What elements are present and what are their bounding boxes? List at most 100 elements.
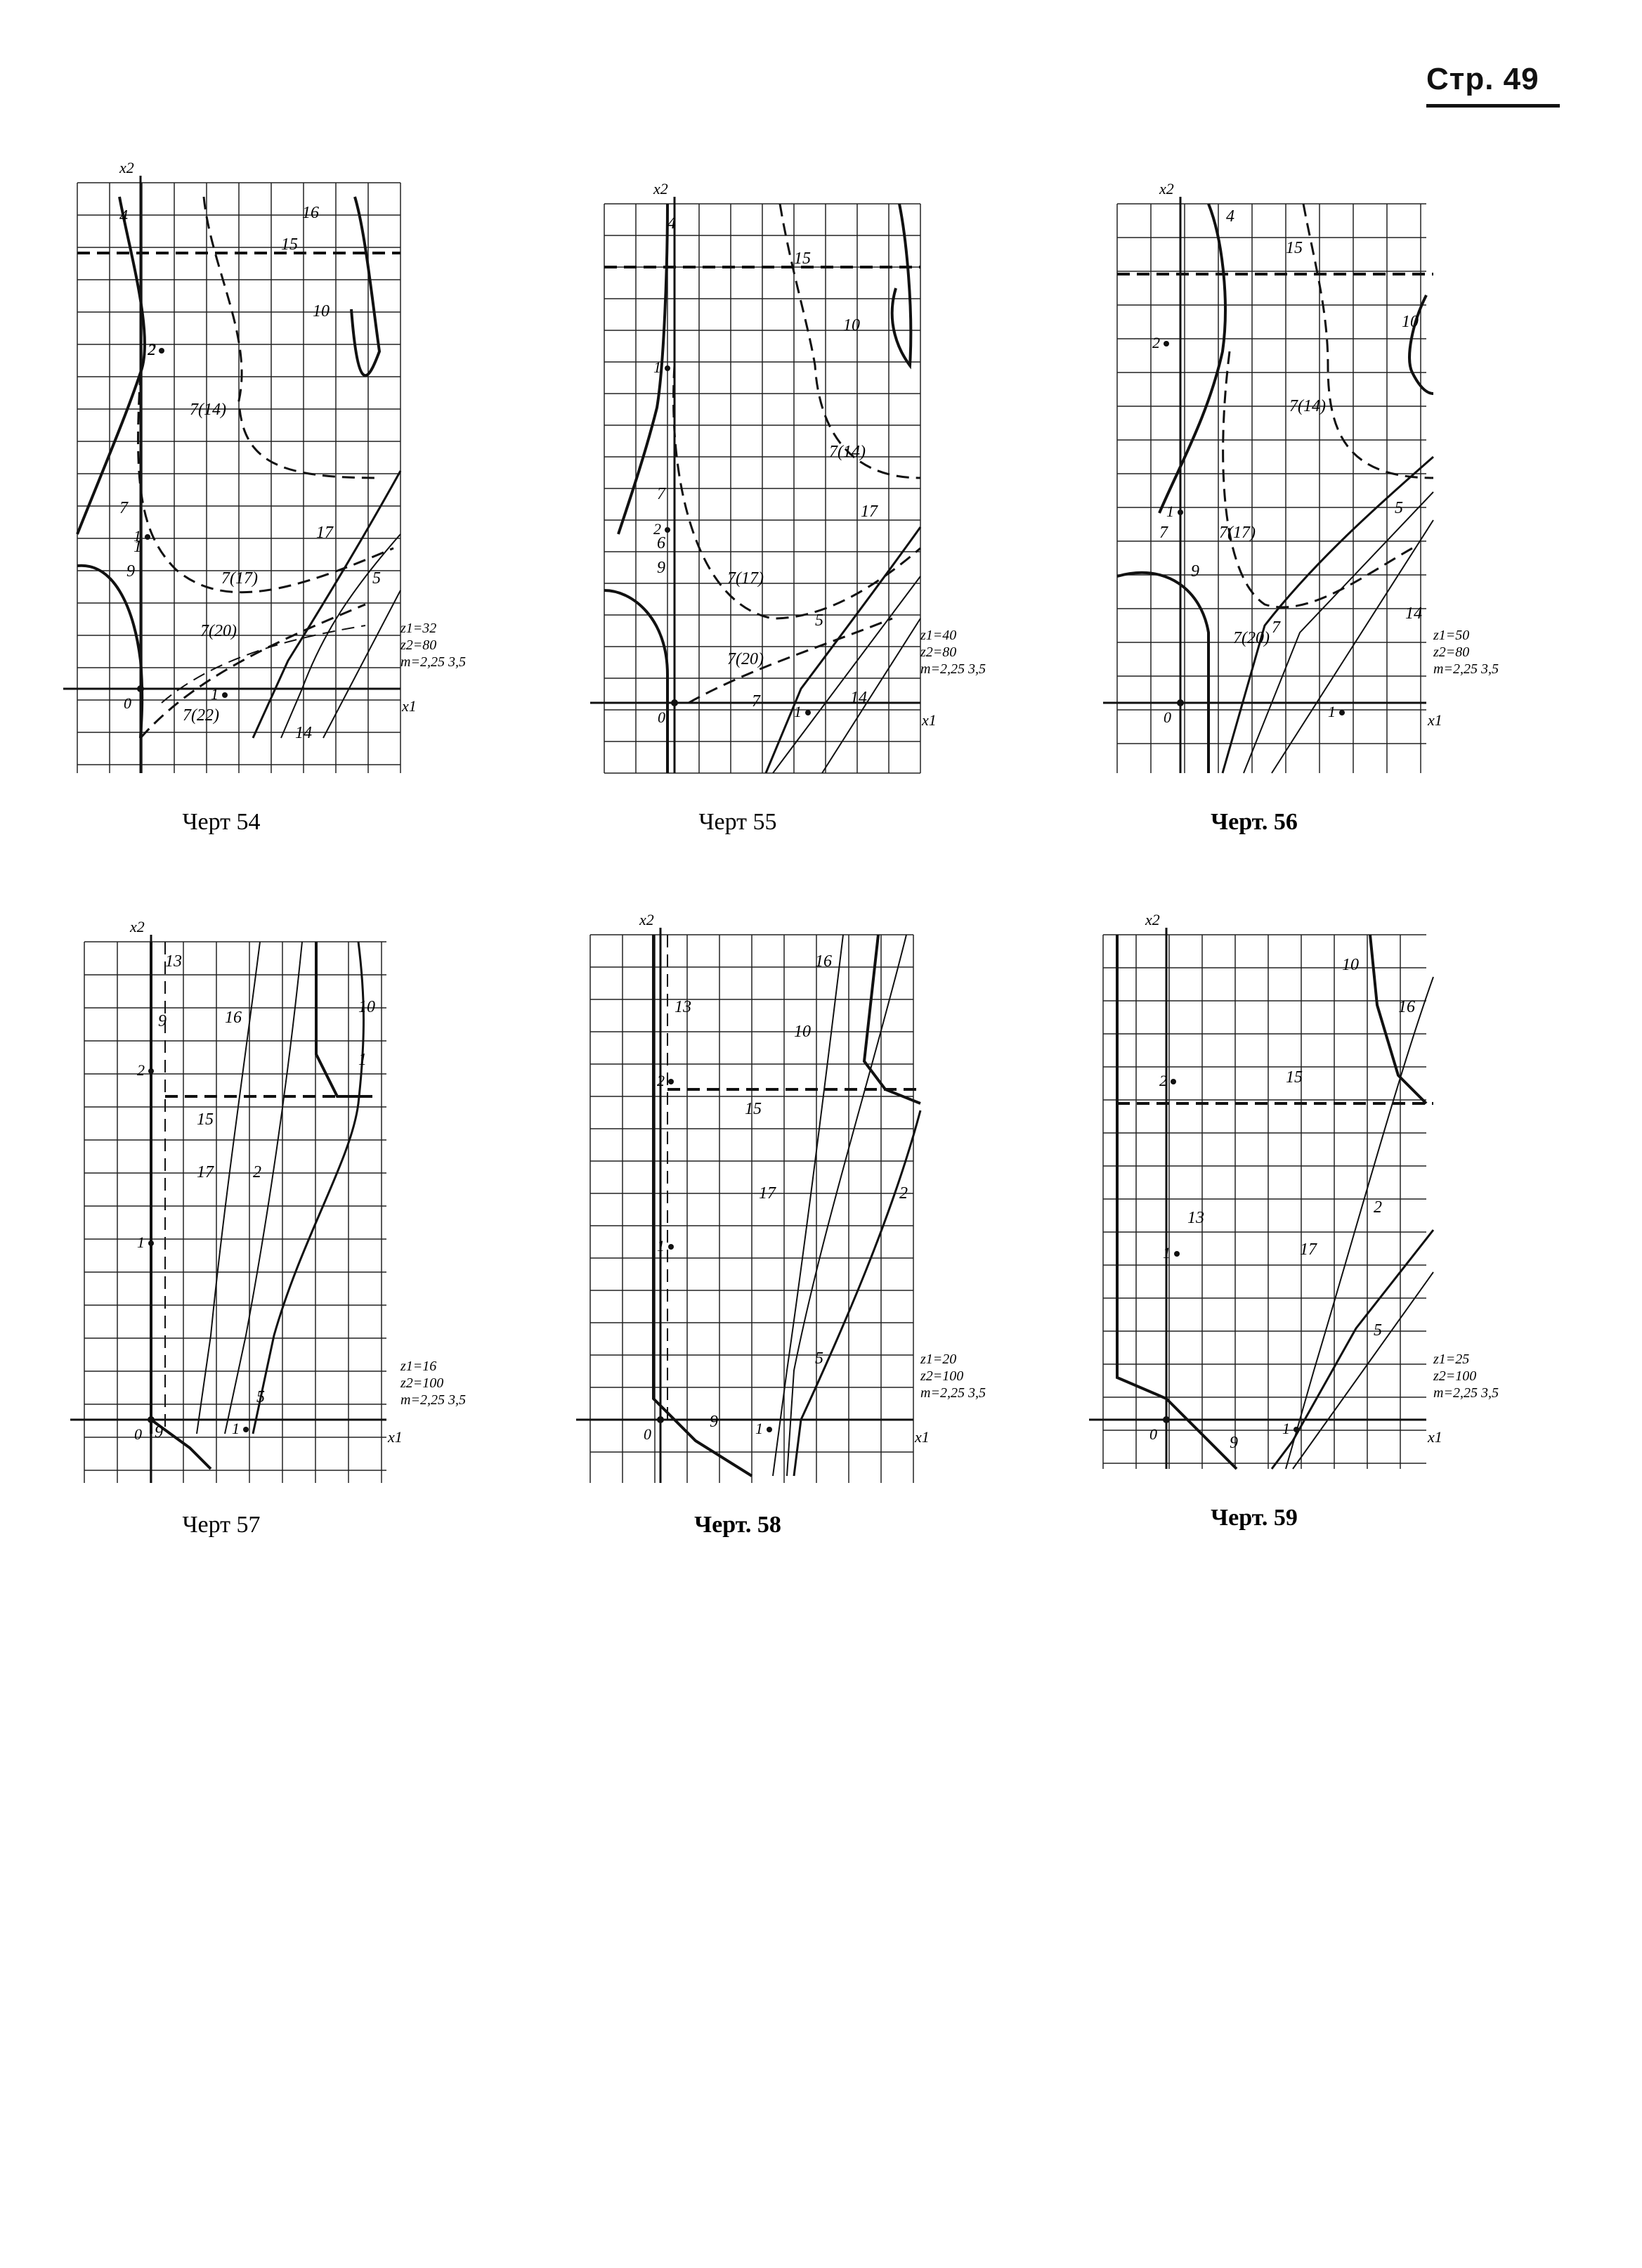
boundary-curve: [252, 470, 402, 739]
axis-y-label: x2: [129, 918, 145, 935]
origin-dot: [1177, 699, 1184, 706]
curve-label: 17: [759, 1184, 776, 1203]
curve-label: 7(20): [1233, 629, 1270, 647]
curve-label: 7: [1159, 524, 1168, 542]
curve-label: 13: [1187, 1209, 1204, 1227]
origin-label: 0: [658, 708, 665, 726]
curve-label: 9: [657, 559, 665, 577]
parameter-text: z2=100: [1433, 1368, 1476, 1384]
dashed-curve: [1302, 203, 1434, 479]
axis-y-label: x2: [639, 911, 654, 928]
curve-label: 14: [295, 724, 312, 742]
parameter-text: m=2,25 3,5: [920, 1385, 986, 1401]
parameter-text: z1=16: [400, 1359, 436, 1374]
axis-x-label: x1: [387, 1428, 403, 1446]
figure-caption: Черт. 56: [1211, 809, 1298, 835]
boundary-curve: [1116, 571, 1210, 773]
tick-label: 1: [1163, 1244, 1171, 1262]
tick-dot: [1294, 1427, 1299, 1432]
dashed-curve: [202, 196, 380, 479]
boundary-curve: [1292, 1271, 1434, 1470]
boundary-curve: [862, 934, 921, 1105]
origin-label: 0: [134, 1425, 142, 1443]
parameter-text: m=2,25 3,5: [400, 1392, 466, 1408]
tick-dot: [222, 692, 228, 698]
boundary-curve: [77, 564, 144, 739]
dashed-curve: [139, 603, 366, 739]
curve-label: 4: [119, 207, 128, 226]
curve-label: 7: [657, 485, 666, 503]
parameter-text: z1=25: [1433, 1352, 1469, 1367]
boundary-curve: [196, 941, 261, 1434]
curve-label: 9: [710, 1413, 718, 1431]
grid: [589, 934, 914, 1483]
boundary-curve: [1243, 491, 1434, 774]
tick-dot: [148, 1240, 154, 1246]
curve-label: 7: [119, 499, 129, 517]
tick-label: 2: [148, 341, 155, 358]
curve-label: 10: [1402, 313, 1419, 331]
curve-label: 1: [133, 538, 142, 556]
curves: [604, 203, 922, 774]
curve-label: 17: [316, 524, 334, 542]
boundary-curve: [604, 589, 669, 773]
curve-label: 7(17): [1219, 524, 1256, 542]
axis-y-label: x2: [119, 159, 134, 176]
origin-label: 0: [1164, 708, 1171, 726]
origin-dot: [657, 1416, 664, 1423]
dashed-curve: [688, 617, 893, 704]
curve-label: 9: [1191, 562, 1199, 581]
boundary-curve: [1369, 934, 1428, 1105]
boundary-curve: [1158, 203, 1227, 514]
curve-label: 7(14): [1289, 397, 1326, 415]
boundary-curve: [1116, 935, 1238, 1470]
curve-label: 15: [197, 1110, 214, 1129]
tick-label: 2: [1152, 334, 1160, 351]
parameter-text: z1=40: [920, 628, 956, 643]
origin-label: 0: [1149, 1425, 1157, 1443]
axis-y-label: x2: [1145, 911, 1160, 928]
boundary-curve: [1271, 519, 1434, 774]
tick-label: 1: [653, 358, 661, 376]
boundary-curve: [252, 941, 365, 1434]
figure-svg: x2x10121415107(14)7697(17)1757(20)147z1=…: [590, 180, 986, 835]
origin-label: 0: [644, 1425, 651, 1443]
tick-label: 2: [653, 520, 661, 538]
tick-label: 1: [232, 1420, 240, 1437]
axis-y-label: x2: [1159, 180, 1174, 197]
figure-caption: Черт 54: [182, 809, 260, 835]
tick-label: 1: [137, 1233, 145, 1251]
curve-label: 13: [165, 952, 182, 971]
parameter-text: m=2,25 3,5: [1433, 1385, 1499, 1401]
boundary-curve: [764, 526, 922, 774]
curve-label: 9: [155, 1423, 163, 1441]
curve-label: 5: [372, 569, 381, 588]
curve-label: 4: [1226, 207, 1234, 226]
tick-label: 1: [1166, 503, 1174, 520]
curve-label: 10: [313, 302, 330, 320]
curve-label: 17: [861, 503, 878, 521]
tick-dot: [1164, 341, 1169, 346]
axis-x-label: x1: [914, 1428, 930, 1446]
curve-label: 10: [358, 998, 375, 1016]
curve-label: 7(14): [829, 443, 866, 461]
parameter-text: z2=100: [400, 1375, 443, 1391]
curves: [652, 934, 922, 1477]
boundary-curve: [280, 533, 401, 739]
boundary-curve: [322, 590, 401, 739]
curve-label: 15: [281, 235, 298, 254]
curves: [1116, 934, 1435, 1470]
dashed-curve: [778, 203, 921, 479]
axis-x-label: x1: [401, 697, 417, 715]
curve-label: 16: [302, 204, 319, 222]
parameter-text: z2=80: [400, 637, 436, 653]
tick-label: 2: [657, 1072, 665, 1089]
tick-dot: [1339, 710, 1345, 715]
parameter-text: z1=20: [920, 1352, 956, 1367]
